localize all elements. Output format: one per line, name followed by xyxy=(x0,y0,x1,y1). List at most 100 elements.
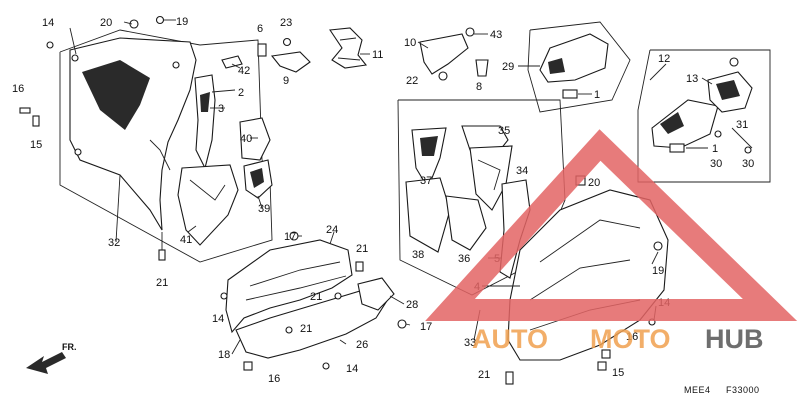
part-42-clip xyxy=(221,55,243,69)
part-label: 11 xyxy=(372,49,383,61)
part-label: 19 xyxy=(652,265,664,277)
part-label: 14 xyxy=(212,313,224,325)
part-1-seal-icon xyxy=(669,143,685,153)
front-arrow-label: FR. xyxy=(62,342,77,352)
part-19-screw-icon xyxy=(653,241,663,251)
part-label: 43 xyxy=(490,29,502,41)
page-code: MEE4 xyxy=(684,385,711,395)
part-label: 22 xyxy=(406,75,418,87)
part-label: 21 xyxy=(310,291,322,303)
part-label: 19 xyxy=(176,16,188,28)
part-label: 30 xyxy=(710,158,722,170)
part-label: 16 xyxy=(268,373,280,385)
part-label: 15 xyxy=(30,139,42,151)
part-label: 21 xyxy=(478,369,490,381)
part-label: 17 xyxy=(420,321,432,333)
part-label: 13 xyxy=(686,73,698,85)
group-outline-29 xyxy=(527,21,631,113)
part-number-labels: 14 20 19 16 15 2 3 42 40 39 41 32 21 6 2… xyxy=(12,16,754,385)
part-26-undercowl xyxy=(235,287,391,359)
watermark-hub: HUB xyxy=(705,324,764,354)
leader-lines xyxy=(69,19,713,355)
part-label: 17 xyxy=(284,231,296,243)
part-label: 18 xyxy=(218,349,230,361)
part-38-panel xyxy=(405,177,451,253)
part-21-bolt-icon xyxy=(158,249,166,261)
part-12-cover xyxy=(651,99,719,149)
part-label: 16 xyxy=(626,331,638,343)
part-label: 16 xyxy=(12,83,24,95)
part-label: 14 xyxy=(346,363,358,375)
part-label: 1 xyxy=(712,143,718,155)
part-label: 24 xyxy=(326,224,338,236)
part-15-collar-icon xyxy=(32,115,40,127)
part-21-bolt-icon xyxy=(355,261,364,272)
part-14-bolt-icon xyxy=(322,362,330,370)
part-label: 29 xyxy=(502,61,514,73)
part-label: 37 xyxy=(420,175,432,187)
group-outline-12 xyxy=(637,49,771,183)
part-label: 26 xyxy=(356,339,368,351)
part-29-cover xyxy=(539,33,609,83)
front-direction-arrow: FR. xyxy=(26,342,77,374)
part-20-grommet-icon xyxy=(129,19,139,29)
part-28-bracket xyxy=(357,277,395,311)
part-36-panel xyxy=(445,195,487,251)
part-label: 40 xyxy=(240,133,252,145)
part-40-panel xyxy=(239,117,271,161)
part-19-screw-icon xyxy=(155,15,165,25)
watermark-auto: AUTO xyxy=(472,324,548,354)
part-16-bolt-icon xyxy=(243,361,253,371)
part-label: 10 xyxy=(404,37,416,49)
part-8-washer xyxy=(475,59,489,77)
part-label: 21 xyxy=(156,277,168,289)
part-label: 42 xyxy=(238,65,250,77)
part-label: 14 xyxy=(42,17,54,29)
part-label: 28 xyxy=(406,299,418,311)
watermark-moto: MOTO xyxy=(590,324,671,354)
part-6-nut-icon xyxy=(257,43,267,57)
part-3-trim xyxy=(194,74,216,170)
watermark-triangle xyxy=(425,129,798,321)
part-label: 2 xyxy=(238,87,244,99)
part-label: 20 xyxy=(100,17,112,29)
part-label: 32 xyxy=(108,237,120,249)
part-label: 35 xyxy=(498,125,510,137)
fastener-icon xyxy=(172,61,180,69)
part-label: 6 xyxy=(257,23,263,35)
part-label: 9 xyxy=(283,75,289,87)
part-14-bolt-icon xyxy=(46,41,54,49)
part-label: 41 xyxy=(180,234,192,246)
part-17-screw-icon xyxy=(397,319,407,329)
part-37-panel xyxy=(411,127,447,190)
part-22-screw-icon xyxy=(438,71,448,81)
part-10-bracket xyxy=(419,33,469,75)
part-43-screw-icon xyxy=(465,27,475,37)
part-21-clip-icon xyxy=(285,326,293,334)
part-label: 31 xyxy=(736,119,748,131)
part-label: 1 xyxy=(594,89,600,101)
watermark-logo: AUTO MOTO HUB xyxy=(425,129,798,354)
part-label: 3 xyxy=(218,103,224,115)
part-30-washer-icon xyxy=(744,146,752,154)
part-label: 8 xyxy=(476,81,482,93)
part-34-panel xyxy=(469,145,513,211)
part-32-shading xyxy=(82,60,150,130)
part-label: 21 xyxy=(356,243,368,255)
part-11-bracket xyxy=(329,27,368,69)
part-15-collar-icon xyxy=(597,361,607,371)
part-label: 12 xyxy=(658,53,670,65)
part-1-seal-icon xyxy=(562,89,578,99)
part-30-washer-icon xyxy=(714,130,722,138)
part-21-bolt-icon xyxy=(505,371,514,385)
part-label: 34 xyxy=(516,165,528,177)
part-16-bolt-icon xyxy=(601,349,611,359)
part-9-bracket xyxy=(270,51,311,73)
part-41-panel xyxy=(177,164,239,246)
part-label: 21 xyxy=(300,323,312,335)
fastener-icon xyxy=(71,54,79,62)
part-16-bolt-icon xyxy=(19,107,31,114)
fastener-icon xyxy=(74,148,82,156)
